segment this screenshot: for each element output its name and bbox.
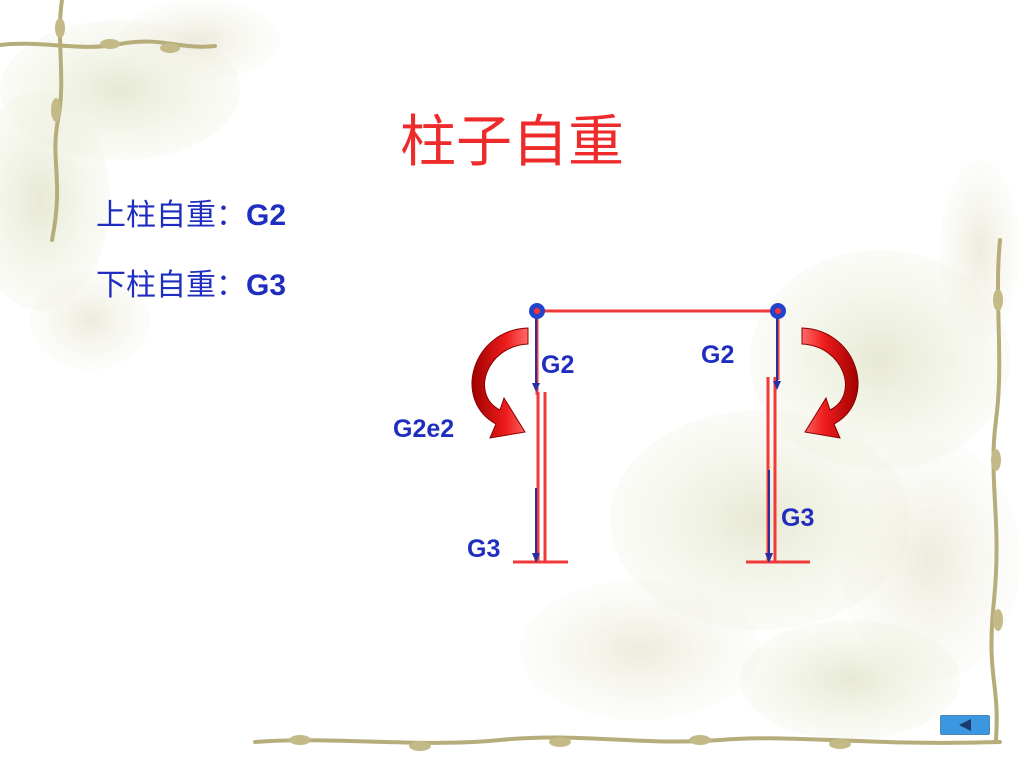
right-upper-load-label: G2	[701, 341, 734, 369]
left-lower-load-label: G3	[467, 535, 500, 563]
upper-column-weight-line: 上柱自重：G2	[96, 196, 286, 236]
left-top-node-center	[534, 308, 540, 314]
left-g2-arrow-head	[532, 383, 540, 392]
left-upper-load-label: G2	[541, 351, 574, 379]
left-g3-arrow-head	[532, 553, 540, 563]
right-top-node-center	[775, 308, 781, 314]
right-g2-arrow-head	[773, 381, 781, 390]
lower-column-weight-line: 下柱自重：G3	[96, 266, 286, 306]
right-moment-curl-arrow	[801, 327, 859, 439]
upper-column-weight-value: G2	[246, 199, 287, 232]
left-moment-label: G2e2	[393, 415, 454, 443]
lower-column-weight-value: G3	[246, 269, 287, 302]
previous-slide-button[interactable]	[940, 715, 990, 735]
right-lower-load-label: G3	[781, 504, 814, 532]
slide-title: 柱子自重	[400, 110, 624, 175]
left-moment-curl-arrow	[471, 327, 529, 439]
back-triangle-icon	[959, 719, 971, 731]
upper-column-weight-label: 上柱自重：	[96, 198, 246, 233]
lower-column-weight-label: 下柱自重：	[96, 268, 246, 303]
right-g3-arrow-head	[765, 553, 773, 563]
